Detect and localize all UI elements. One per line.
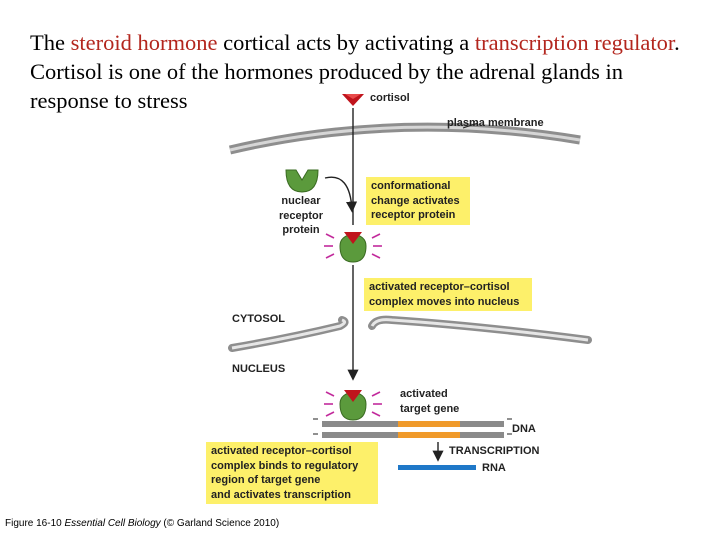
callout-line: activated receptor–cortisol	[211, 445, 352, 457]
activated-complex-cytosol	[324, 232, 382, 263]
label-line: activated	[400, 388, 448, 400]
plasma-membrane	[228, 122, 581, 155]
nuclear-envelope	[228, 315, 592, 352]
label-dna: DNA	[512, 423, 536, 435]
receptor-binding-arrow	[324, 176, 358, 213]
activated-complex-nucleus	[324, 390, 382, 421]
label-line: protein	[282, 224, 320, 236]
plasma-membrane-pointer	[462, 122, 479, 129]
title-text-2: cortical acts by activating a	[217, 30, 475, 55]
label-cytosol: CYTOSOL	[232, 313, 285, 325]
figure-caption: Figure 16-10 Essential Cell Biology (© G…	[5, 518, 279, 529]
caption-prefix: Figure 16-10	[5, 518, 65, 529]
dna-strand-ends	[313, 418, 512, 435]
cortisol-icon	[342, 94, 364, 106]
title-text-3: . Cortisol is one of the hormones produc…	[30, 30, 680, 113]
label-nuclear-receptor: nuclear receptor protein	[278, 194, 324, 238]
caption-book-title: Essential Cell Biology	[64, 518, 161, 529]
callout-conformational: conformational change activates receptor…	[366, 177, 470, 225]
label-activated-target-gene: activated target gene	[400, 387, 459, 416]
label-nucleus: NUCLEUS	[232, 363, 286, 375]
nuclear-receptor-icon	[285, 169, 319, 193]
label-cortisol: cortisol	[370, 92, 410, 104]
label-rna: RNA	[482, 462, 506, 474]
page-title: The steroid hormone cortical acts by act…	[30, 28, 690, 115]
rna-strand	[398, 465, 476, 470]
callout-line: conformational	[371, 180, 451, 192]
label-line: receptor	[278, 209, 324, 222]
callout-line: and activates transcription	[211, 488, 351, 501]
title-text-1: The	[30, 30, 71, 55]
title-term-transcription-regulator: transcription regulator	[474, 30, 675, 55]
callout-binds-regulatory-region: activated receptor–cortisol complex bind…	[206, 442, 378, 504]
label-line: nuclear	[281, 195, 321, 207]
label-transcription: TRANSCRIPTION	[449, 445, 540, 457]
label-line: target gene	[400, 402, 460, 415]
callout-line: receptor protein	[371, 209, 456, 221]
callout-line: region of target gene	[211, 474, 321, 486]
callout-line: complex binds to regulatory	[211, 459, 359, 472]
callout-line: activated receptor–cortisol	[369, 281, 510, 293]
callout-line: complex moves into nucleus	[369, 295, 520, 308]
title-term-steroid-hormone: steroid hormone	[70, 30, 218, 55]
callout-moves-into-nucleus: activated receptor–cortisol complex move…	[364, 278, 532, 311]
dna-strands	[322, 421, 504, 438]
callout-line: change activates	[371, 194, 460, 207]
caption-suffix: (© Garland Science 2010)	[160, 518, 280, 529]
label-plasma-membrane: plasma membrane	[447, 117, 544, 129]
